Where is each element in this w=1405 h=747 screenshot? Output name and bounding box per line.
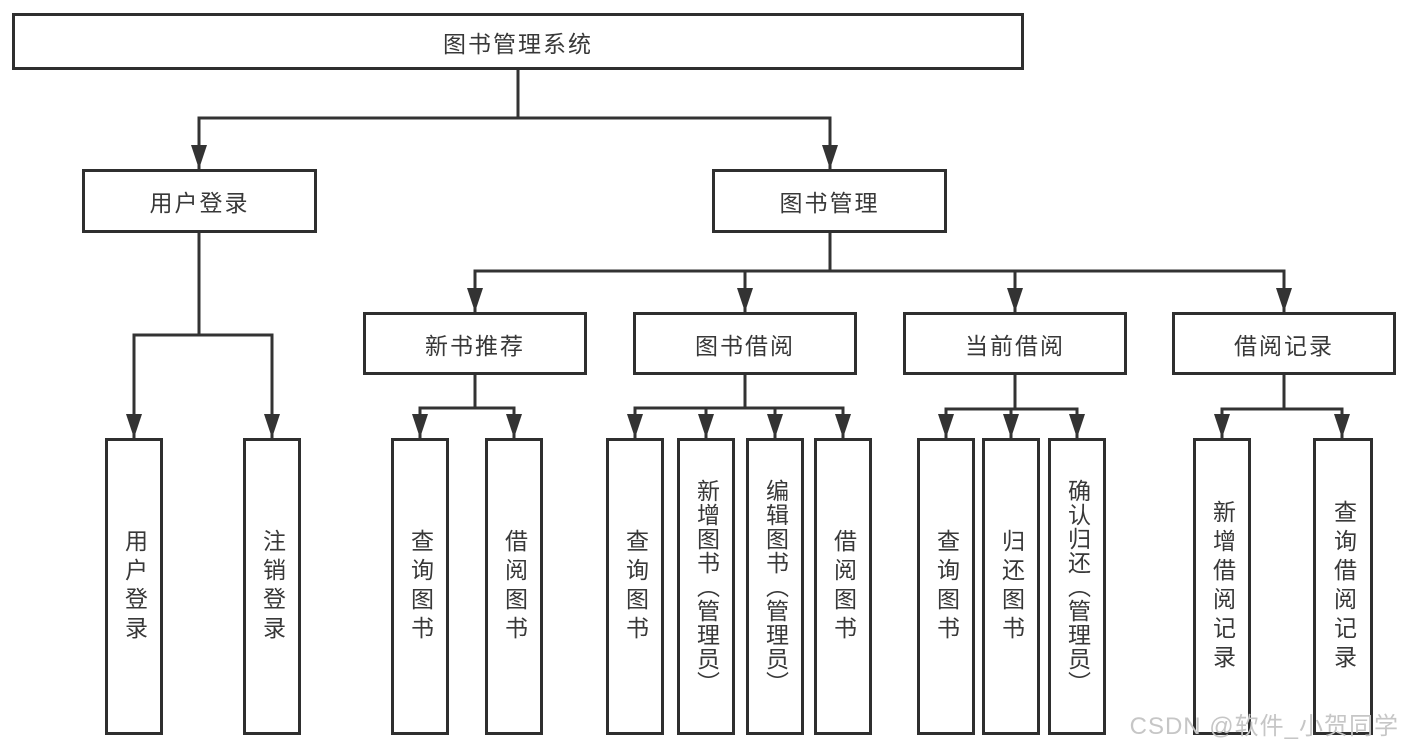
node-current-borrow-label: 当前借阅 [965,332,1065,359]
leaf-query-book-borrow: 查询图书 [606,438,664,735]
leaf-return-book: 归还图书 [982,438,1040,735]
node-new-book-recommend: 新书推荐 [363,312,587,375]
node-root-library-system: 图书管理系统 [12,13,1024,70]
node-new-book-recommend-label: 新书推荐 [425,332,525,359]
leaf-logout-label: 注销登录 [259,528,286,645]
leaf-query-book-recommend: 查询图书 [391,438,449,735]
leaf-user-login-label: 用户登录 [121,528,148,645]
node-borrow-record: 借阅记录 [1172,312,1396,375]
leaf-user-login: 用户登录 [105,438,163,735]
leaf-confirm-return-admin-label: 确认归还（管理员） [1064,478,1091,695]
node-book-management: 图书管理 [712,169,947,233]
leaf-borrow-book-recommend-label: 借阅图书 [501,528,528,645]
node-user-login: 用户登录 [82,169,317,233]
leaf-query-borrow-record: 查询借阅记录 [1313,438,1373,735]
leaf-query-borrow-record-label: 查询借阅记录 [1330,499,1357,674]
leaf-query-book-current-label: 查询图书 [933,528,960,645]
leaf-borrow-book: 借阅图书 [814,438,872,735]
leaf-query-book-borrow-label: 查询图书 [622,528,649,645]
leaf-add-book-admin-label: 新增图书（管理员） [693,478,720,695]
node-book-management-label: 图书管理 [779,190,880,216]
leaf-add-book-admin: 新增图书（管理员） [677,438,735,735]
watermark: CSDN @软件_小贺同学 [1129,713,1399,740]
leaf-edit-book-admin-label: 编辑图书（管理员） [762,478,789,695]
leaf-borrow-book-recommend: 借阅图书 [485,438,543,735]
leaf-add-borrow-record-label: 新增借阅记录 [1209,499,1236,674]
leaf-return-book-label: 归还图书 [998,528,1025,645]
leaf-confirm-return-admin: 确认归还（管理员） [1048,438,1106,735]
leaf-borrow-book-label: 借阅图书 [830,528,857,645]
node-borrow-record-label: 借阅记录 [1234,332,1334,359]
node-root-label: 图书管理系统 [443,30,593,57]
node-user-login-label: 用户登录 [149,190,250,216]
leaf-query-book-current: 查询图书 [917,438,975,735]
node-book-borrow: 图书借阅 [633,312,857,375]
leaf-logout: 注销登录 [243,438,301,735]
node-current-borrow: 当前借阅 [903,312,1127,375]
leaf-query-book-recommend-label: 查询图书 [407,528,434,645]
leaf-edit-book-admin: 编辑图书（管理员） [746,438,804,735]
node-book-borrow-label: 图书借阅 [695,332,795,359]
leaf-add-borrow-record: 新增借阅记录 [1193,438,1251,735]
